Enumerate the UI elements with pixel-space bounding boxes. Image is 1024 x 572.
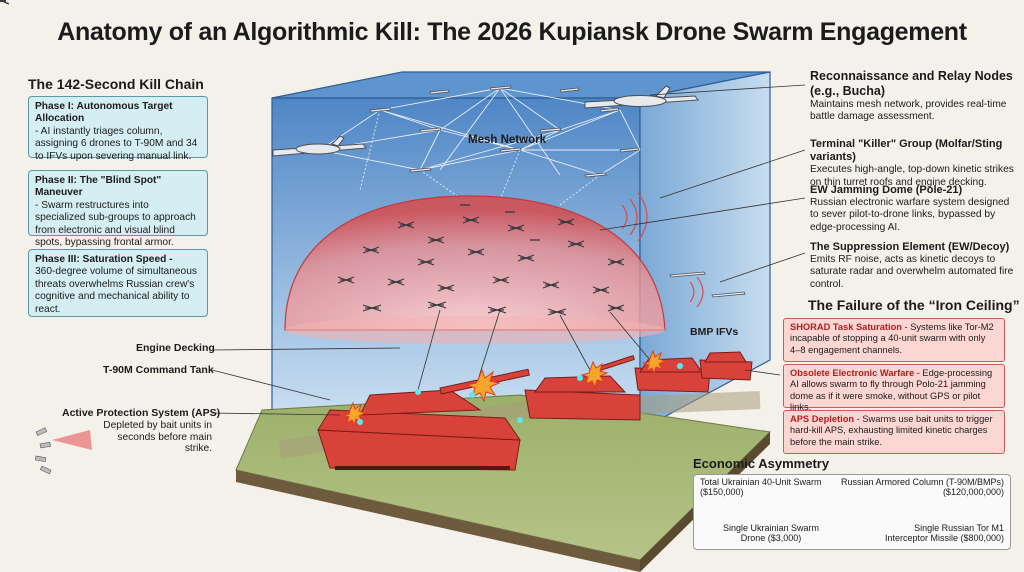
role-ew-text: Russian electronic warfare system design… xyxy=(810,197,1010,233)
failure-aps-title: APS Depletion xyxy=(790,414,855,424)
phase-1-text: - AI instantly triages column, assigning… xyxy=(35,125,198,162)
bmp-ifv-3 xyxy=(699,351,753,381)
role-recon-title: Reconnaissance and Relay Nodes (e.g., Bu… xyxy=(810,69,1013,98)
drone-cost-label: Single Ukrainian Swarm Drone ($3,000) xyxy=(722,523,820,544)
leader-lines xyxy=(211,84,806,416)
attack-lines xyxy=(417,309,651,391)
role-recon-text: Maintains mesh network, provides real-ti… xyxy=(810,99,1007,123)
phase-2-title: Phase II: The "Blind Spot" Maneuver xyxy=(35,175,162,199)
phase-3-title: Phase III: Saturation Speed - xyxy=(35,254,173,265)
rf-noise-waves xyxy=(621,192,704,308)
role-ew-dome: EW Jamming Dome (Pole-21) Russian electr… xyxy=(810,184,1016,234)
column-cost-label: Russian Armored Column (T-90M/BMPs) ($12… xyxy=(840,477,1004,498)
failure-ew: Obsolete Electronic Warfare - Edge-proce… xyxy=(783,364,1005,412)
swarm-cost-label: Total Ukrainian 40-Unit Swarm ($150,000) xyxy=(700,477,822,498)
swarm-drones xyxy=(337,204,625,316)
role-recon: Reconnaissance and Relay Nodes (e.g., Bu… xyxy=(810,69,1016,123)
engine-decking-label: Engine Decking xyxy=(136,342,215,354)
page-title: Anatomy of an Algorithmic Kill: The 2026… xyxy=(57,18,967,46)
economics-panel xyxy=(693,474,1011,550)
relay-drones xyxy=(272,85,699,157)
aps-label: Active Protection System (APS) xyxy=(62,407,221,419)
failure-ew-text: - Edge-processing AI allows swarm to fly… xyxy=(790,368,993,412)
phase-1-title: Phase I: Autonomous Target Allocation xyxy=(35,101,173,125)
missile-cost-label: Single Russian Tor M1 Interceptor Missil… xyxy=(884,523,1004,544)
suppression-drones xyxy=(669,271,746,298)
failure-shorad-text: - Systems like Tor-M2 incapable of stopp… xyxy=(790,322,994,355)
role-killer-text: Executes high-angle, top-down kinetic st… xyxy=(810,164,1014,188)
kill-chain-heading: The 142-Second Kill Chain xyxy=(28,76,204,92)
aps-description: Depleted by bait units in seconds before… xyxy=(103,420,212,455)
cyan-sparks xyxy=(357,363,683,425)
economics-heading: Economic Asymmetry xyxy=(693,456,830,471)
phase-3-text: 360-degree volume of simultaneous threat… xyxy=(35,266,197,315)
ew-jamming-dome xyxy=(284,195,666,331)
phase-2-card: Phase II: The "Blind Spot" Maneuver - Sw… xyxy=(28,170,208,248)
small-recon-drones xyxy=(369,85,640,178)
t90m-tank-label: T-90M Command Tank xyxy=(103,364,214,376)
mesh-network-label: Mesh Network xyxy=(468,134,546,146)
failure-ew-title: Obsolete Electronic Warfare xyxy=(790,368,915,378)
failure-shorad: SHORAD Task Saturation - Systems like To… xyxy=(783,318,1005,362)
role-suppression-text: Emits RF noise, acts as kinetic decoys t… xyxy=(810,254,1014,290)
failure-aps-text: - Swarms use bait units to trigger hard-… xyxy=(790,414,993,447)
bmp-ifvs-label: BMP IFVs xyxy=(690,326,739,338)
role-suppression: The Suppression Element (EW/Decoy) Emits… xyxy=(810,241,1016,291)
phase-1-card: Phase I: Autonomous Target Allocation - … xyxy=(28,96,208,162)
phase-3-card: Phase III: Saturation Speed - 360-degree… xyxy=(28,249,208,317)
phase-2-text: - Swarm restructures into specialized su… xyxy=(35,199,196,249)
bmp-ifv-1 xyxy=(524,355,641,421)
aps-bait-munitions xyxy=(34,427,52,475)
failure-shorad-title: SHORAD Task Saturation xyxy=(790,322,902,332)
killer-drone-swarm xyxy=(0,0,10,5)
failure-heading: The Failure of the “Iron Ceiling” xyxy=(808,297,1020,313)
role-ew-title: EW Jamming Dome (Pole-21) xyxy=(810,184,963,196)
failure-aps: APS Depletion - Swarms use bait units to… xyxy=(783,410,1005,454)
role-killer-title: Terminal "Killer" Group (Molfar/Sting va… xyxy=(810,138,1003,164)
role-suppression-title: The Suppression Element (EW/Decoy) xyxy=(810,241,1010,253)
role-killer: Terminal "Killer" Group (Molfar/Sting va… xyxy=(810,138,1016,189)
